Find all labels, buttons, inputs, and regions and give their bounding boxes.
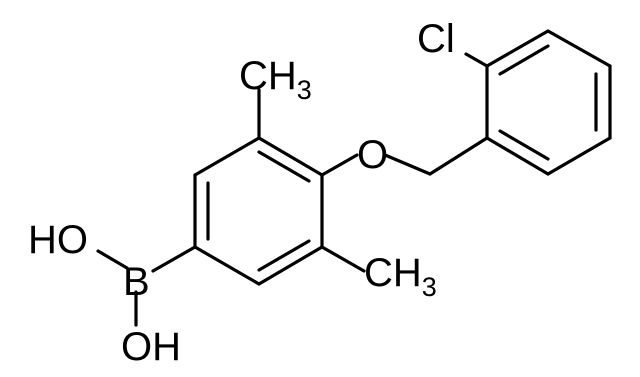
ring1-bond-top-left xyxy=(193,136,261,177)
hydroxyl-bottom-label: OH xyxy=(121,325,181,369)
hydroxyl-top-label: HO xyxy=(28,218,88,262)
bottom-methyl-subscript: 3 xyxy=(422,272,437,302)
bottom-methyl-label: CH3 xyxy=(364,251,437,302)
bond-ring-to-oxygen xyxy=(320,153,359,177)
chlorine-label: Cl xyxy=(417,17,455,61)
ring2-bond-1 xyxy=(485,29,550,68)
top-methyl-label: CH3 xyxy=(239,54,312,105)
ring1-double-bond-top-right xyxy=(257,150,311,183)
ring1-bond-bottom-right xyxy=(257,245,324,286)
bond-to-bottom-methyl xyxy=(320,245,366,273)
chlorophenyl-ring xyxy=(464,29,612,176)
bottom-methyl-carbon: CH xyxy=(364,251,422,295)
ring2-bond-2 xyxy=(546,29,612,68)
atom-labels: Cl O CH3 CH3 B HO OH xyxy=(28,17,455,369)
top-methyl-subscript: 3 xyxy=(297,75,312,105)
bond-boron-to-top-oh xyxy=(96,249,129,270)
ring2-double-bond-bottom xyxy=(498,129,550,161)
top-methyl-carbon: CH xyxy=(239,54,297,98)
bond-ring2-to-chlorine xyxy=(464,52,489,68)
ring2-double-bond-top xyxy=(498,44,550,76)
ring1-bond-bottom-left xyxy=(193,245,261,286)
oxygen-ether-label: O xyxy=(357,133,388,177)
boron-label: B xyxy=(123,260,150,304)
substituent-bonds xyxy=(96,88,489,327)
bond-oxygen-to-ch2 xyxy=(383,153,432,176)
bond-ch2-to-ring2 xyxy=(428,136,489,176)
ring1-bond-top-right xyxy=(257,136,324,177)
ring2-bond-4 xyxy=(546,136,612,176)
ring1-double-bond-bottom-right xyxy=(257,239,311,272)
ring2-bond-5 xyxy=(485,136,550,176)
central-benzene-ring xyxy=(193,136,324,286)
bond-ring-to-boron xyxy=(151,245,197,273)
